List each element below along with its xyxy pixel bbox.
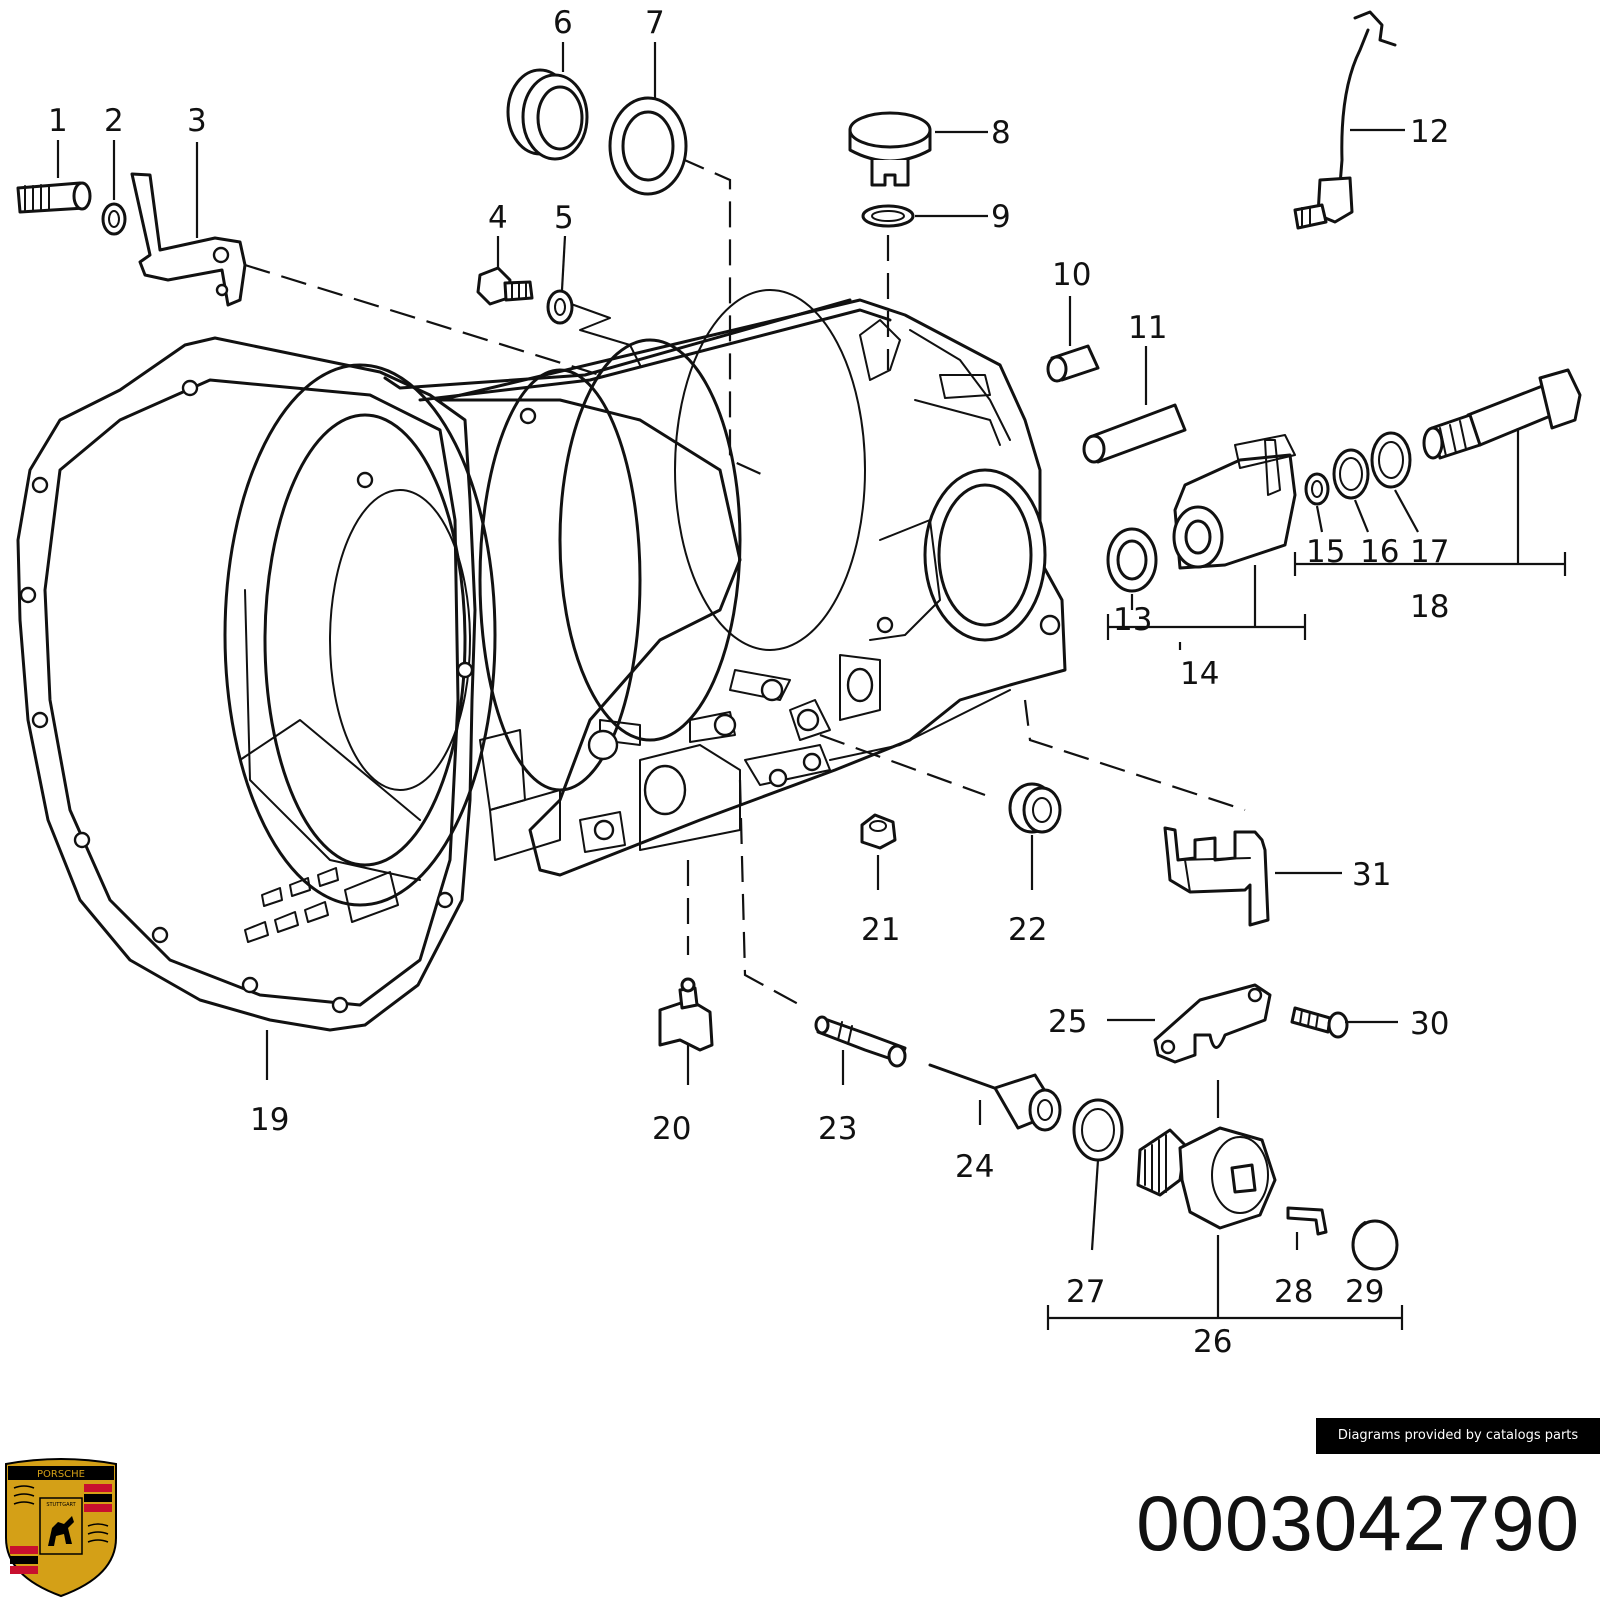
transmission-housing <box>16 289 1067 1032</box>
callout-7: 7 <box>645 5 665 41</box>
part-number: 0003042790 <box>1136 1479 1580 1567</box>
part-18-plug <box>1422 368 1582 460</box>
callout-25: 25 <box>1048 1004 1087 1040</box>
callout-26: 26 <box>1193 1324 1232 1360</box>
callout-13: 13 <box>1113 602 1152 638</box>
part-10-pin <box>1046 344 1100 383</box>
callout-18: 18 <box>1410 589 1449 625</box>
callout-9: 9 <box>991 199 1011 235</box>
part-4-bolt <box>476 266 534 306</box>
part-8-cap <box>848 111 932 187</box>
diagram-credit-banner: Diagrams provided by catalogs parts <box>1316 1418 1600 1454</box>
callout-28: 28 <box>1274 1274 1313 1310</box>
part-21-nut <box>860 813 897 850</box>
part-1-stud <box>16 181 92 214</box>
part-11-dowel <box>1082 403 1187 464</box>
part-30-bolt <box>1290 1006 1349 1039</box>
part-31-clip <box>1163 826 1270 927</box>
callout-29: 29 <box>1345 1274 1384 1310</box>
part-6-seal <box>506 68 589 161</box>
part-29-cap <box>1351 1219 1399 1271</box>
part-23-shaft <box>814 1015 907 1068</box>
callout-numbers: 1 2 3 4 5 6 7 8 9 10 11 12 13 14 15 16 1… <box>48 5 1449 1360</box>
part-24-pin <box>928 1063 1062 1132</box>
callout-24: 24 <box>955 1149 994 1185</box>
callout-27: 27 <box>1066 1274 1105 1310</box>
callout-20: 20 <box>652 1111 691 1147</box>
part-7-seal-ring <box>608 96 688 196</box>
part-3-bracket <box>130 172 247 307</box>
callout-15: 15 <box>1306 534 1345 570</box>
part-20-switch <box>658 977 714 1052</box>
callout-23: 23 <box>818 1111 857 1147</box>
callout-30: 30 <box>1410 1006 1449 1042</box>
callout-5: 5 <box>554 200 574 236</box>
part-26-drive-unit <box>1136 1126 1277 1230</box>
part-27-o-ring <box>1072 1098 1124 1162</box>
part-28-key <box>1286 1206 1328 1236</box>
callout-2: 2 <box>104 103 124 139</box>
callout-10: 10 <box>1052 257 1091 293</box>
crest-city-text: STUTTGART <box>46 1502 76 1508</box>
callout-31: 31 <box>1352 857 1391 893</box>
callout-1: 1 <box>48 103 68 139</box>
part-25-plate <box>1153 983 1272 1064</box>
callout-3: 3 <box>187 103 207 139</box>
part-9-o-ring <box>861 204 915 228</box>
leader-lines <box>56 42 1567 1330</box>
part-5-washer <box>546 289 574 325</box>
part-13-seal <box>1106 527 1158 593</box>
callout-6: 6 <box>553 5 573 41</box>
part-15-ring <box>1304 472 1330 506</box>
callout-4: 4 <box>488 200 508 236</box>
callout-14: 14 <box>1180 656 1219 692</box>
vent-slots <box>244 867 399 943</box>
part-17-ring <box>1370 431 1412 489</box>
callout-16: 16 <box>1360 534 1399 570</box>
part-22-seal <box>1008 782 1062 834</box>
assembly-lines <box>244 156 1246 1006</box>
part-16-ring <box>1332 448 1370 500</box>
part-14-valve-block <box>1172 434 1297 570</box>
callout-19: 19 <box>250 1102 289 1138</box>
porsche-crest-logo: PORSCHE STUTTGART <box>5 1458 117 1598</box>
callout-22: 22 <box>1008 912 1047 948</box>
callout-8: 8 <box>991 115 1011 151</box>
part-12-sensor-cable <box>1293 10 1397 230</box>
part-2-washer <box>101 202 127 236</box>
crest-brand-text: PORSCHE <box>37 1469 85 1480</box>
callout-21: 21 <box>861 912 900 948</box>
callout-17: 17 <box>1410 534 1449 570</box>
callout-11: 11 <box>1128 310 1167 346</box>
callout-12: 12 <box>1410 114 1449 150</box>
